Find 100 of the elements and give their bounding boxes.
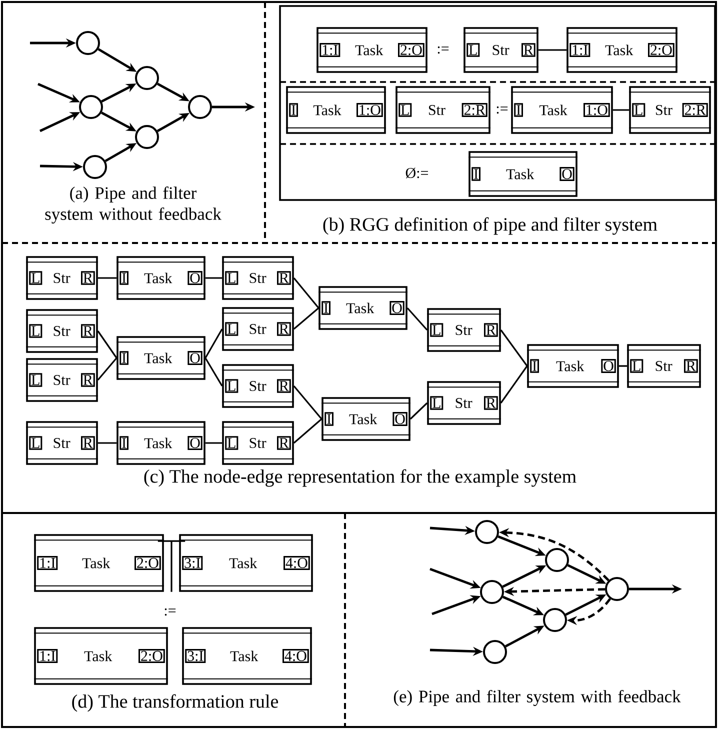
- box-label: Str: [250, 438, 266, 448]
- connector-line: [98, 442, 117, 444]
- component-box: [510, 86, 614, 134]
- component-box: [426, 381, 502, 425]
- box-label: Task: [539, 104, 568, 116]
- caption: (a) Pipe and filter system without feedback: [45, 186, 222, 224]
- port-box: 2:O: [138, 648, 165, 664]
- port-box: L: [225, 436, 238, 450]
- box-label: Task: [229, 558, 258, 568]
- box-label: Task: [144, 352, 172, 364]
- filter-circle: [483, 640, 507, 664]
- connector-line: [500, 330, 528, 366]
- port-box: O: [601, 359, 616, 373]
- port-box: I: [120, 271, 128, 285]
- port-box: R: [81, 324, 95, 338]
- port-box: 2:O: [648, 43, 674, 58]
- port-box: R: [484, 323, 498, 337]
- port-box: R: [277, 322, 291, 336]
- port-box: 1:I: [320, 43, 340, 58]
- box-label: Str: [656, 360, 672, 372]
- box-label: Task: [605, 44, 634, 56]
- port-box: L: [29, 271, 42, 285]
- port-box: L: [225, 271, 238, 285]
- port-box: O: [390, 301, 404, 315]
- filter-circle: [135, 66, 159, 90]
- port-box: 3:I: [182, 556, 203, 570]
- filter-circle: [188, 95, 212, 119]
- port-box: R: [81, 436, 95, 450]
- port-box: 2:R: [682, 103, 708, 118]
- box-label: Str: [54, 374, 70, 386]
- box-label: Str: [250, 272, 266, 284]
- component-box: [34, 534, 164, 592]
- port-box: 2:R: [462, 103, 488, 118]
- port-box: L: [29, 373, 42, 387]
- port-box: L: [466, 43, 480, 57]
- port-box: R: [277, 379, 291, 393]
- port-box: I: [120, 436, 128, 450]
- filter-circle: [79, 95, 103, 119]
- connector-line: [157, 540, 186, 593]
- connector-line: [293, 307, 320, 330]
- component-box: [395, 86, 491, 134]
- connector-line: [205, 277, 222, 279]
- component-box: [182, 627, 312, 685]
- box-label: Str: [54, 326, 70, 336]
- port-box: R: [277, 271, 291, 285]
- connector-line: [406, 307, 428, 331]
- component-box: [178, 534, 314, 592]
- component-box: [628, 86, 712, 134]
- port-box: O: [188, 436, 202, 450]
- box-label: Str: [250, 324, 266, 334]
- component-box: [222, 307, 294, 351]
- component-box: [526, 344, 620, 388]
- port-box: 2:O: [134, 556, 161, 570]
- port-box: L: [630, 359, 644, 373]
- box-label: Task: [82, 558, 110, 568]
- connector-line: [500, 366, 528, 404]
- port-box: 1:I: [570, 43, 590, 58]
- connector-line: [293, 386, 322, 420]
- component-box: [116, 336, 206, 380]
- box-label: Task: [144, 438, 172, 448]
- component-box: [286, 86, 386, 134]
- port-box: 2:O: [398, 43, 424, 58]
- box-label: Str: [492, 44, 510, 56]
- port-box: R: [684, 359, 698, 373]
- rule-symbol: :=: [496, 106, 508, 114]
- box-label: Str: [250, 380, 266, 392]
- port-box: L: [632, 103, 646, 117]
- filter-circle: [83, 155, 107, 179]
- filter-circle: [543, 608, 567, 632]
- box-label: Task: [313, 104, 342, 116]
- component-box: [318, 286, 408, 330]
- filter-circle: [480, 580, 504, 604]
- component-box: [426, 308, 502, 352]
- component-box: [316, 27, 428, 73]
- port-box: 1:O: [584, 103, 610, 118]
- port-box: I: [324, 412, 334, 426]
- box-label: Task: [144, 272, 172, 284]
- port-box: L: [29, 436, 42, 450]
- caption: (c) The node-edge representation for the example system: [144, 469, 576, 487]
- port-box: L: [430, 323, 444, 337]
- connector-line: [205, 442, 222, 444]
- connector-line: [538, 49, 567, 51]
- component-box: [463, 27, 539, 73]
- box-label: Task: [355, 44, 384, 56]
- filter-circle: [475, 520, 499, 544]
- port-box: 1:I: [37, 649, 58, 663]
- port-box: O: [392, 412, 408, 426]
- port-box: R: [484, 396, 498, 410]
- component-box: [26, 421, 98, 465]
- box-label: Task: [506, 168, 534, 180]
- rule-symbol: :=: [164, 608, 176, 616]
- port-box: O: [188, 271, 202, 285]
- connector-line: [97, 330, 118, 358]
- component-box: [468, 151, 578, 197]
- connector-line: [612, 109, 630, 111]
- port-box: R: [277, 436, 291, 450]
- rule-symbol: Ø:=: [406, 168, 428, 178]
- connector-line: [293, 278, 320, 309]
- component-box: [566, 27, 678, 73]
- caption: (d) The transformation rule: [72, 694, 278, 712]
